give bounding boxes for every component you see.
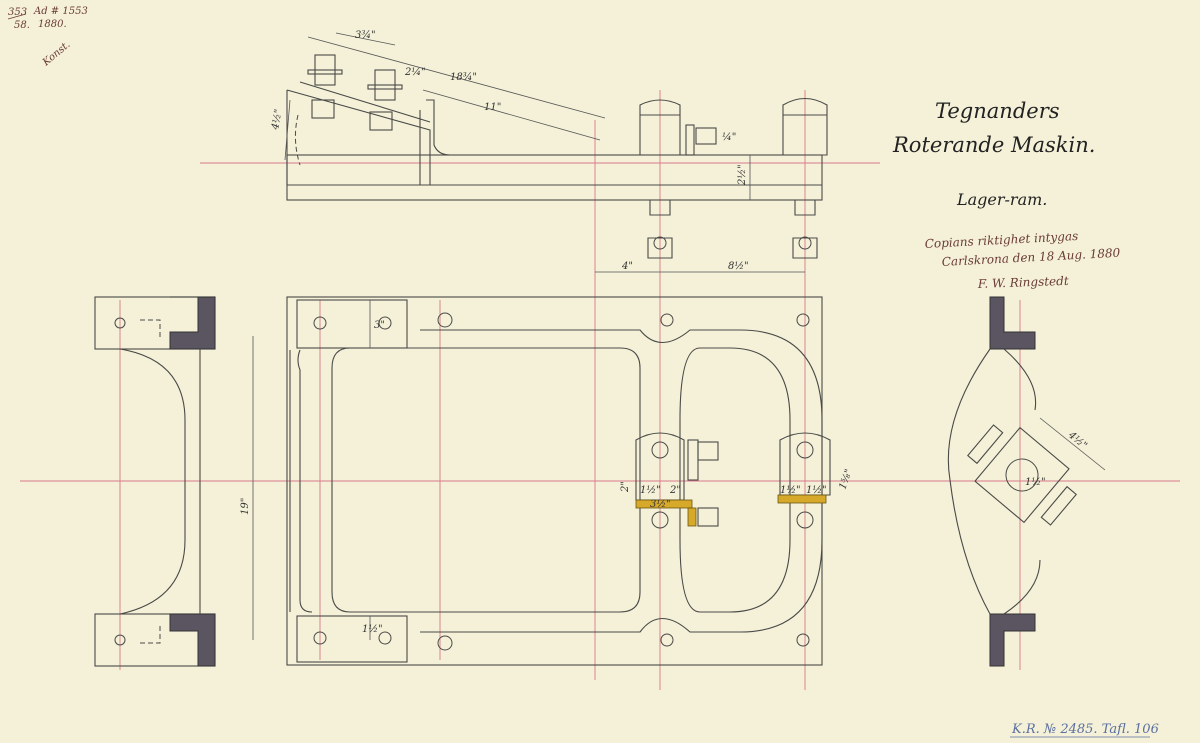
right-side-view: 4½" 1½" [947,296,1106,667]
note-fraction-bottom: 58. [14,20,30,31]
note-initials: Konst. [40,39,72,69]
corner-notes: 353 58. Ad # 1553 1880. Konst. [7,6,88,69]
plan-bearing-right [777,432,831,529]
plan-view: 3" 19" 1½" 2" 1½" 2" 3½" 1½" 1½" 1⅝" [240,296,855,666]
dim-label: 4½" [270,108,285,131]
note-fraction-top: 353 [8,7,27,18]
dim-label: 3" [374,320,385,331]
dim-label: 3½" [650,499,671,510]
dim-label: 1½" [806,485,827,496]
dim-label: ¼" [722,132,736,143]
left-side-view [94,296,216,667]
dim-label: 2½" [737,164,748,186]
title-line1: Tegnanders [935,99,1060,123]
certification-line1: Copians riktighet intygas [924,229,1078,251]
bearing-right [782,97,828,259]
dim-label: 2" [669,485,681,496]
dim-label: 2" [620,481,631,493]
bolt-icon [307,54,343,119]
dim-label: 19" [240,498,251,515]
dim-label: 1½" [780,485,801,496]
bolt-icon [367,69,403,131]
centerlines [20,90,1180,690]
elevation-view: 3¾" 2¼" 18¾" 11" 4½" 2½" ¼" 4" 8½" [270,30,828,273]
dim-label: 2¼" [404,67,426,78]
dim-label: 8½" [728,261,749,272]
dim-label: 18¾" [450,72,477,83]
dim-label: 1½" [1025,477,1046,488]
dim-label: 4" [621,261,633,272]
title-line2: Roterande Maskin. [892,133,1095,157]
dim-label: 4½" [1065,429,1089,451]
dim-label: 3¾" [355,30,376,41]
certification-line2: Carlskrona den 18 Aug. 1880 [941,246,1121,269]
title-block: Tegnanders Roterande Maskin. Lager-ram. … [892,99,1121,291]
note-ad-ref: Ad # 1553 [33,6,88,17]
archive-reference: K.R. № 2485. Tafl. 106 [1011,722,1159,737]
bearing-left [639,99,717,259]
plan-bearing-left [635,432,719,529]
dim-label: 1½" [362,624,383,635]
dim-label: 11" [484,102,501,113]
dim-label: 1½" [640,485,661,496]
note-year: 1880. [38,19,67,30]
certification-signature: F. W. Ringstedt [977,274,1069,291]
drawing-subtitle: Lager-ram. [956,190,1047,209]
dim-label: 1⅝" [837,468,854,491]
